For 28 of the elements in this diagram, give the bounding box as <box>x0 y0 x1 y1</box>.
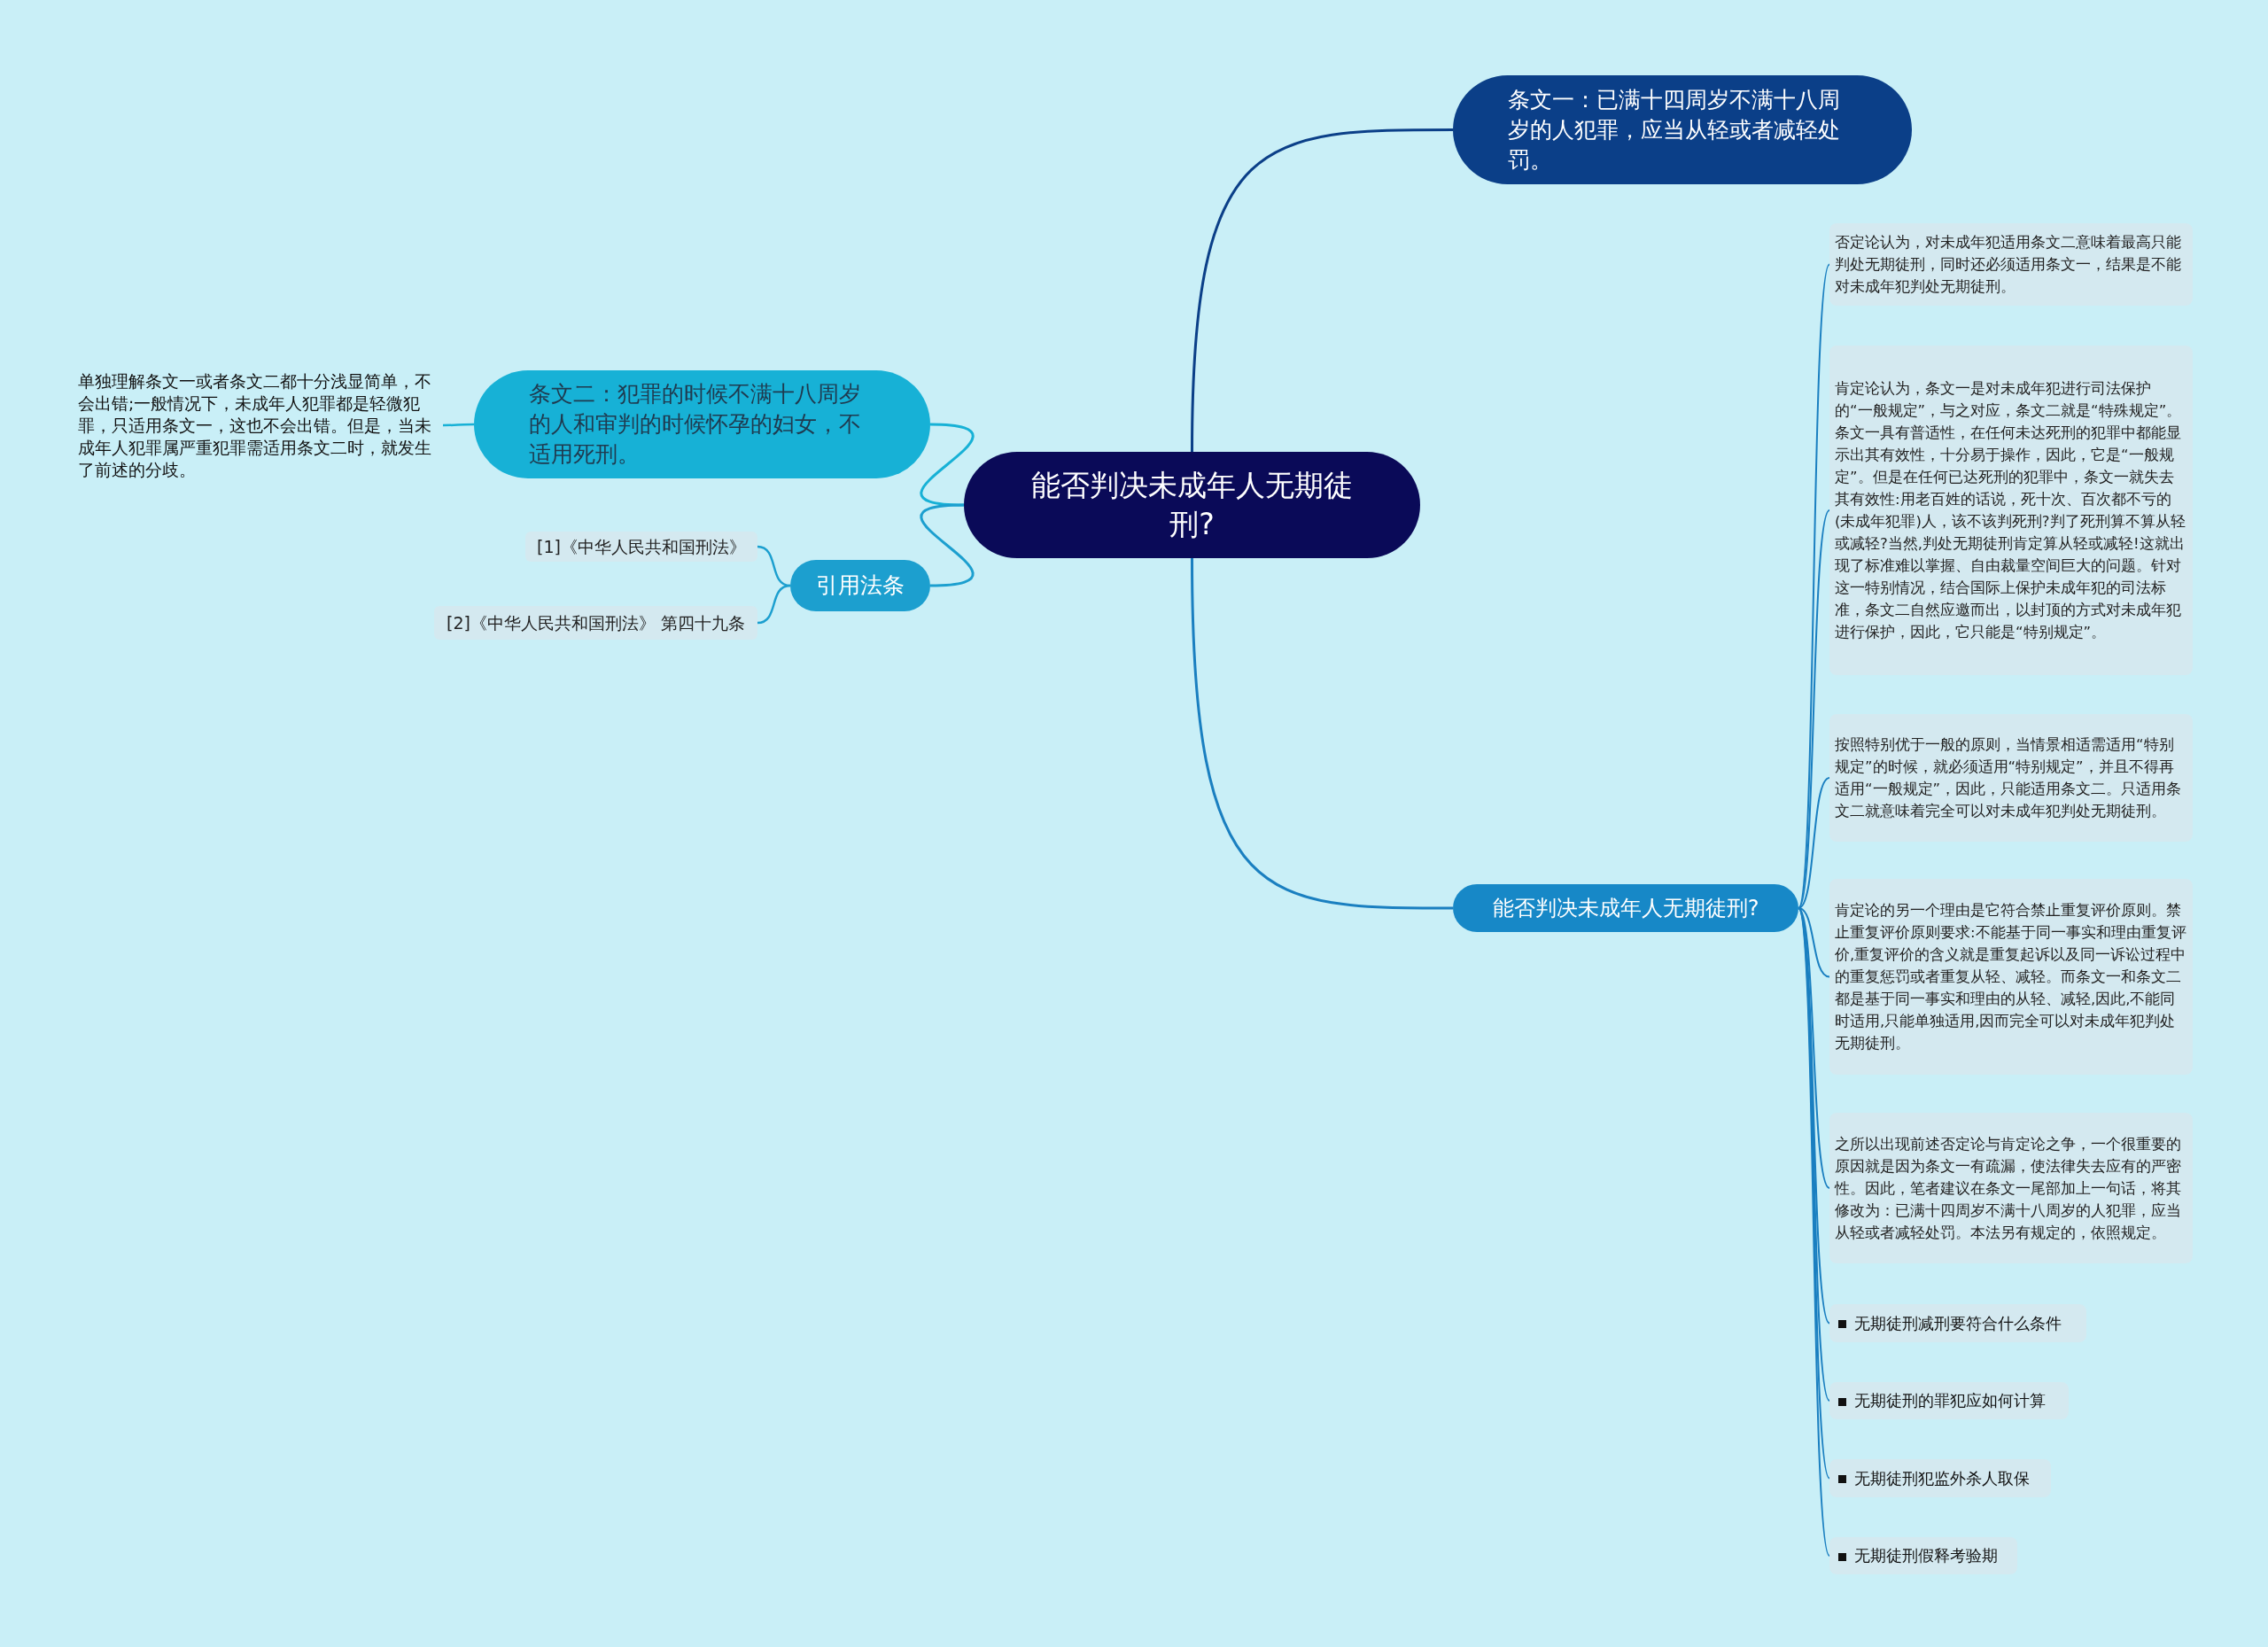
connector-line <box>443 423 474 427</box>
link-card: 无期徒刑犯监外杀人取保 <box>1829 1459 2051 1497</box>
note-card: 否定论认为，对未成年犯适用条文二意味着最高只能判处无期徒刑，同时还必须适用条文一，结果是不能对未成年犯判处无期徒刑。 <box>1829 223 2193 306</box>
connector-line <box>1191 128 1453 453</box>
connector-line <box>1798 777 1830 909</box>
connector-line <box>920 423 975 507</box>
note-text: 单独理解条文一或者条文二都十分浅显简单，不会出错;一般情况下，未成年人犯罪都是轻微犯罪，只适用条文一，这也不会出错。但是，当未成年人犯罪属严重犯罪需适用条文二时，就发生了前述的分歧。 <box>78 365 443 486</box>
connector-line <box>757 545 791 587</box>
connector-line <box>1798 263 1830 909</box>
topic-bubble: 能否判决未成年人无期徒刑? <box>1453 884 1798 932</box>
note-card: 之所以出现前述否定论与肯定论之争，一个很重要的原因就是因为条文一有疏漏，使法律失去应有的严密性。因此，笔者建议在条文一尾部加上一句话，将其修改为：已满十四周岁不满十八周岁的人犯罪，应当从轻或者减轻处罚。本法另有规定的，依照规定。 <box>1829 1113 2193 1263</box>
link-card: 无期徒刑假释考验期 <box>1829 1537 2017 1574</box>
central-topic-bubble: 能否判决未成年人无期徒刑? <box>964 452 1420 558</box>
link-card: 无期徒刑的罪犯应如何计算 <box>1829 1382 2069 1419</box>
connector-line <box>757 584 791 625</box>
reference-label: [2]《中华人民共和国刑法》 第四十九条 <box>434 606 757 640</box>
reference-label: [1]《中华人民共和国刑法》 <box>525 532 757 562</box>
link-card: 无期徒刑减刑要符合什么条件 <box>1829 1304 2086 1342</box>
topic-bubble: 引用法条 <box>790 560 930 611</box>
note-card: 肯定论认为，条文一是对未成年犯进行司法保护的“一般规定”，与之对应，条文二就是“特殊规定”。条文一具有普适性，在任何未达死刑的犯罪中都能显示出其有效性，十分易于操作，因此，它是“一般规定”。但是在任何已达死刑的犯罪中，条文一就失去其有效性:用老百姓的话说，死十次、百次都不亏的(未成年犯罪)人，该不该判死刑?判了死刑算不算从轻或减轻?当然,判处无期徒刑肯定算从轻或减轻!这就出现了标准难以掌握、自由裁量空间巨大的问题。针对这一特别情况，结合国际上保护未成年犯的司法标准，条文二自然应邀而出，以封顶的方式对未成年犯进行保护，因此，它只能是“特别规定”。 <box>1829 346 2193 675</box>
topic-bubble: 条文一：已满十四周岁不满十八周岁的人犯罪，应当从轻或者减轻处罚。 <box>1453 75 1912 184</box>
note-card: 肯定论的另一个理由是它符合禁止重复评价原则。禁止重复评价原则要求:不能基于同一事实和理由重复评价,重复评价的含义就是重复起诉以及同一诉讼过程中的重复惩罚或者重复从轻、减轻。而条文一和条文二都是基于同一事实和理由的从轻、减轻,因此,不能同时适用,只能单独适用,因而完全可以对未成年犯判处无期徒刑。 <box>1829 879 2193 1075</box>
connector-line <box>1798 509 1830 909</box>
connector-line <box>1798 907 1830 978</box>
topic-bubble: 条文二：犯罪的时候不满十八周岁的人和审判的时候怀孕的妇女，不适用死刑。 <box>474 370 930 478</box>
note-card: 按照特别优于一般的原则，当情景相适需适用“特别规定”的时候，就必须适用“特别规定”，并且不得再适用“一般规定”，因此，只能适用条文二。只适用条文二就意味着完全可以对未成年犯判处无期徒刑。 <box>1829 714 2193 842</box>
connector-line <box>1191 557 1453 910</box>
connector-line <box>920 503 975 587</box>
